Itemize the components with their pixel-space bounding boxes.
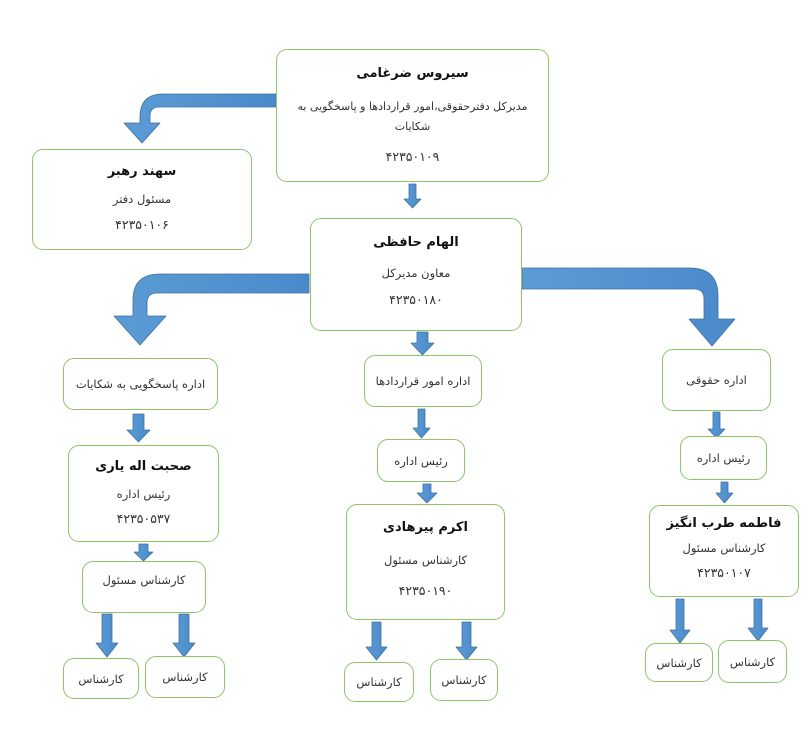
node-sirous-name: سیروس ضرغامی (356, 66, 469, 81)
arrow-fatemeh-to-expert-6 (747, 598, 769, 642)
arrow-legal-to-head (707, 411, 726, 439)
node-senior-complaints: کارشناس مسئول (82, 561, 206, 613)
node-elham: الهام حافظی معاون مدیرکل ۴۲۳۵۰۱۸۰ (310, 218, 522, 331)
node-expert-3: کارشناس (344, 662, 414, 702)
node-expert-4: کارشناس (430, 659, 498, 701)
arrow-akram-to-expert-4 (455, 621, 478, 661)
node-sohbat-phone: ۴۲۳۵۰۵۳۷ (116, 511, 171, 526)
node-sirous-desc: مدیرکل دفترحقوقی،امور قراردادها و پاسخگو… (297, 100, 528, 133)
node-head-legal: رئیس اداره (680, 436, 767, 480)
node-elham-phone: ۴۲۳۵۰۱۸۰ (389, 292, 443, 307)
node-sohbat-name: صحبت اله یاری (95, 459, 192, 474)
node-fatemeh-phone: ۴۲۳۵۰۱۰۷ (697, 565, 751, 580)
node-sahand-phone: ۴۲۳۵۰۱۰۶ (115, 217, 169, 232)
node-sahand-role: مسئول دفتر (112, 192, 172, 206)
arrow-senior-to-expert-1 (95, 613, 119, 658)
node-sirous-phone: ۴۲۳۵۰۱۰۹ (385, 149, 440, 164)
node-elham-name: الهام حافظی (373, 235, 459, 250)
node-akram-role: کارشناس مسئول (383, 553, 468, 567)
arrow-akram-to-expert-3 (365, 621, 388, 661)
node-head-contracts: رئیس اداره (377, 439, 465, 482)
node-sahand-name: سهند رهبر (107, 164, 177, 179)
arrow-head-to-akram (416, 483, 438, 504)
node-sahand: سهند رهبر مسئول دفتر ۴۲۳۵۰۱۰۶ (32, 149, 252, 250)
node-expert-6: کارشناس (718, 640, 787, 683)
arrow-complaints-to-sohbat (126, 413, 151, 443)
node-expert-1: کارشناس (63, 658, 139, 699)
node-dept-legal: اداره حقوقی (662, 349, 771, 411)
node-fatemeh: فاطمه طرب انگیز کارشناس مسئول ۴۲۳۵۰۱۰۷ (649, 505, 799, 597)
arrow-head-to-fatemeh (715, 481, 734, 504)
node-sohbat-role: رئیس اداره (116, 487, 171, 501)
node-akram-phone: ۴۲۳۵۰۱۹۰ (398, 583, 453, 598)
arrow-sirous-to-elham (403, 183, 422, 209)
node-fatemeh-name: فاطمه طرب انگیز (666, 516, 782, 531)
node-dept-contracts: اداره امور قراردادها (364, 355, 482, 407)
node-akram: اکرم پیرهادی کارشناس مسئول ۴۲۳۵۰۱۹۰ (346, 504, 505, 620)
node-fatemeh-role: کارشناس مسئول (682, 541, 766, 555)
node-expert-5: کارشناس (645, 643, 713, 682)
arrow-senior-to-expert-2 (172, 613, 196, 658)
node-dept-complaints: اداره پاسخگویی به شکایات (63, 358, 218, 410)
arrow-sirous-to-sahand (123, 93, 277, 144)
arrow-sohbat-to-senior (133, 543, 154, 562)
arrow-fatemeh-to-expert-5 (669, 598, 691, 644)
arrow-elham-to-complaints (113, 273, 310, 346)
node-sirous: سیروس ضرغامی مدیرکل دفترحقوقی،امور قرارد… (276, 49, 549, 182)
arrow-contracts-to-head (412, 408, 431, 439)
node-elham-role: معاون مدیرکل (381, 266, 451, 280)
node-akram-name: اکرم پیرهادی (383, 520, 468, 535)
arrow-elham-to-contracts (410, 331, 435, 356)
arrow-elham-to-legal (521, 267, 736, 347)
node-sohbat: صحبت اله یاری رئیس اداره ۴۲۳۵۰۵۳۷ (68, 445, 219, 542)
node-expert-2: کارشناس (145, 656, 225, 698)
